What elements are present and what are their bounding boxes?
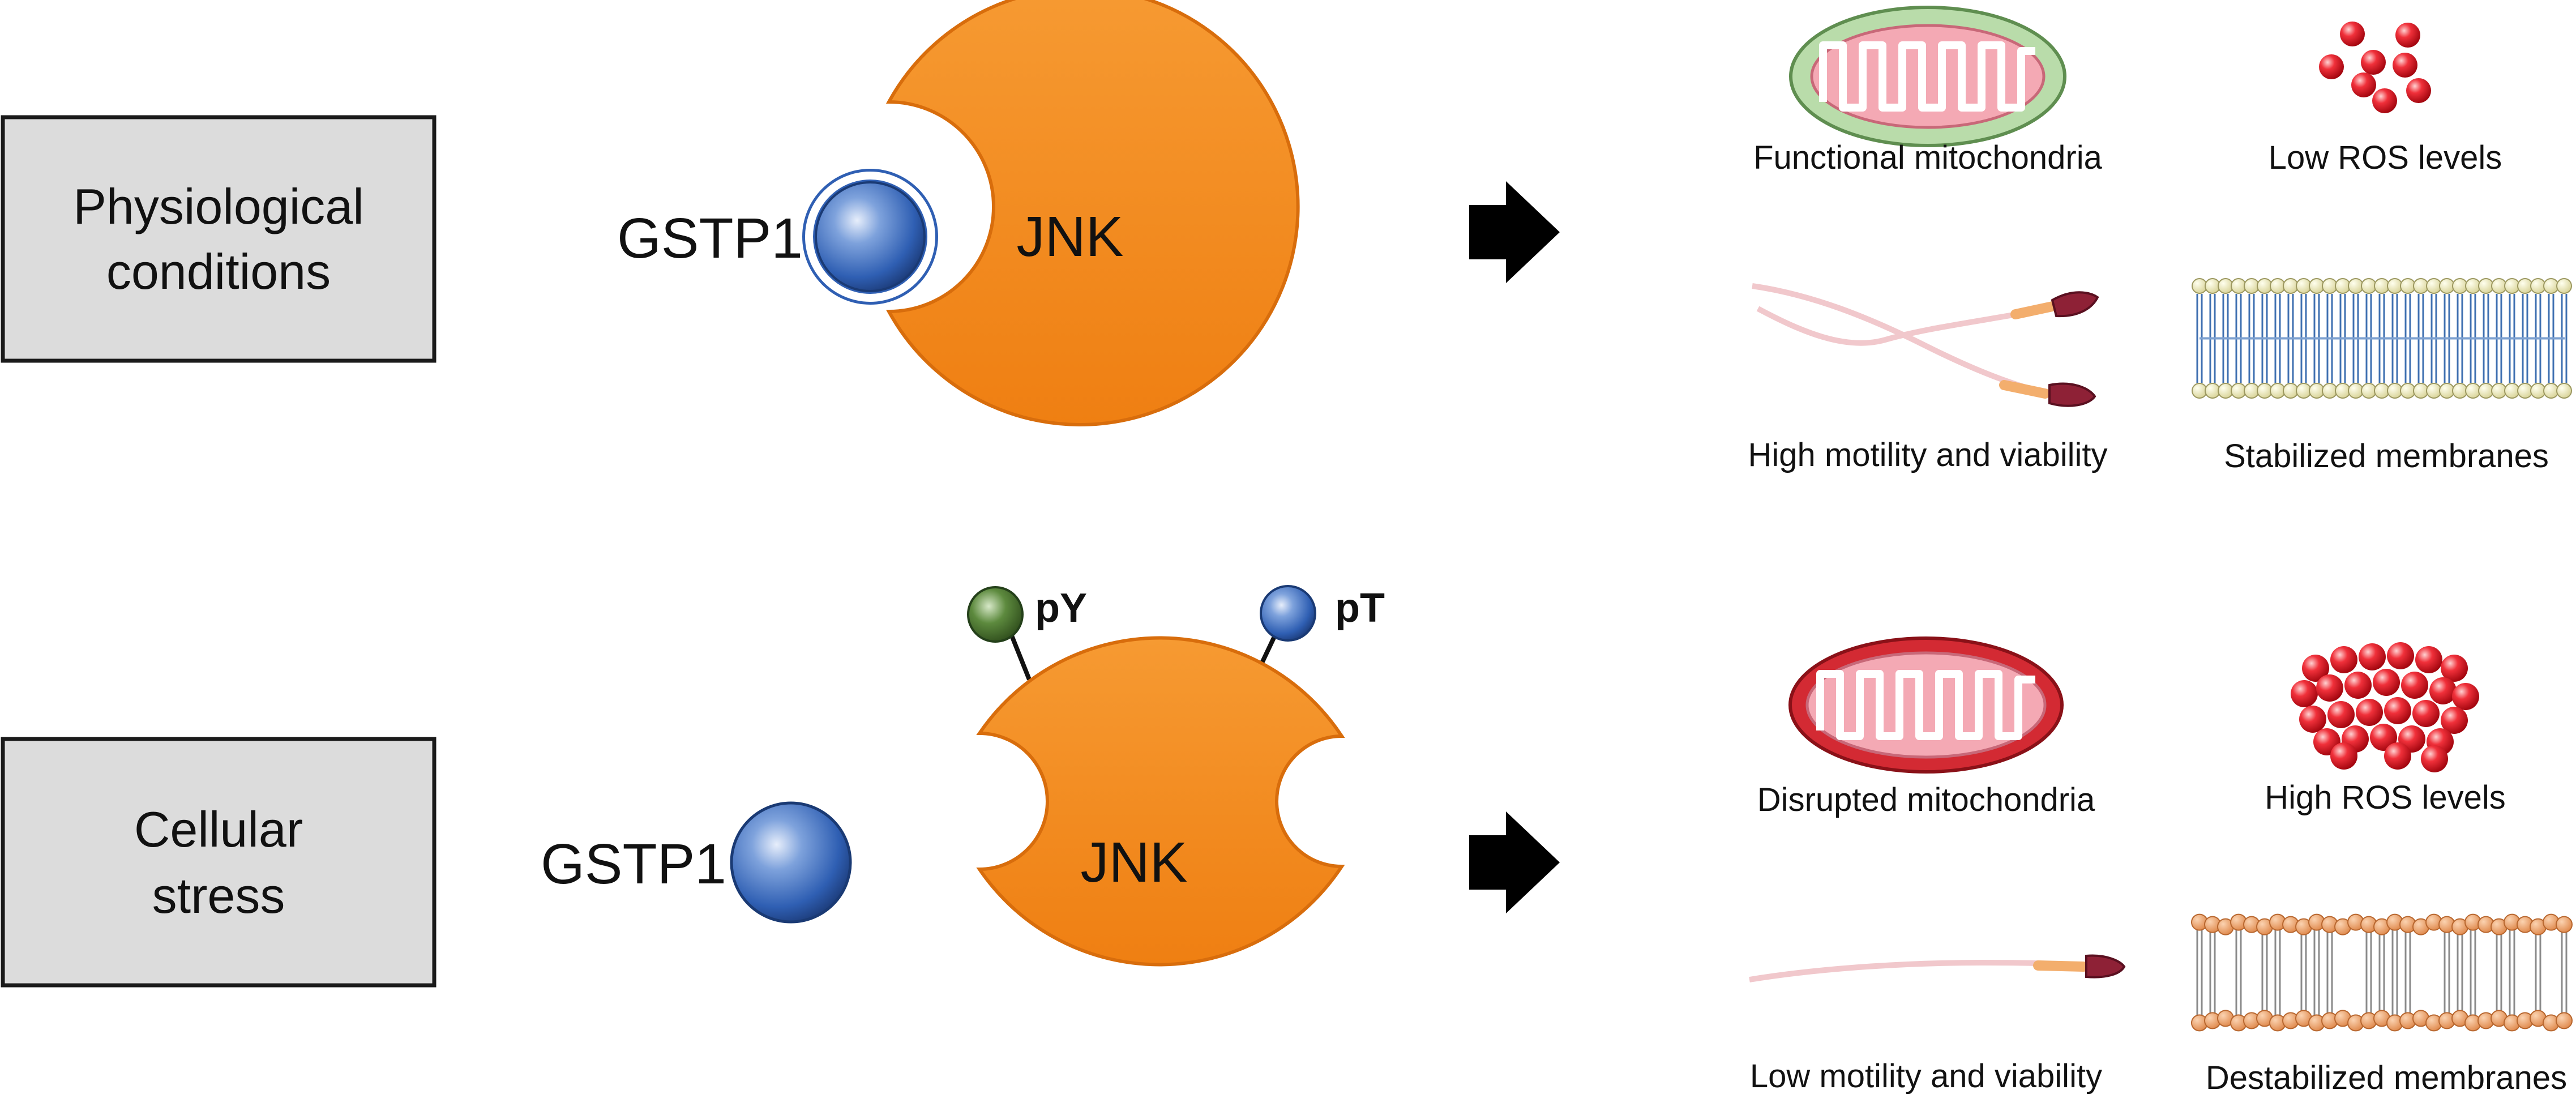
- ros-high-icon: [2291, 642, 2479, 772]
- phospho-tyrosine-sphere: [967, 586, 1024, 643]
- condition-label-line1: Cellular: [134, 801, 303, 857]
- row-physiological: Physiological conditions GSTP1 JNK Funct…: [1, 0, 2572, 475]
- outcome-ros: High ROS levels: [2265, 779, 2505, 816]
- membrane-unstable-icon: [2191, 913, 2573, 1032]
- condition-box-stress: [1, 737, 437, 988]
- gstp1-label: GSTP1: [541, 832, 726, 896]
- mitochondrion-healthy-icon: [1789, 6, 2066, 147]
- condition-label-line2: stress: [152, 868, 285, 924]
- outcome-membranes: Stabilized membranes: [2224, 438, 2549, 475]
- outcome-mitochondria: Disrupted mitochondria: [1757, 781, 2095, 818]
- sperm-single-icon: [1749, 954, 2126, 982]
- mitochondrion-disrupted-icon: [1788, 636, 2064, 774]
- phospho-site-label: pT: [1335, 586, 1385, 631]
- jnk-label: JNK: [1081, 831, 1188, 894]
- jnk-protein: [885, 0, 1300, 426]
- jnk-label: JNK: [1017, 205, 1124, 268]
- outcome-motility: Low motility and viability: [1750, 1058, 2102, 1095]
- gstp1-sphere: [730, 801, 852, 924]
- outcome-motility: High motility and viability: [1748, 437, 2107, 473]
- jnk-protein: [976, 636, 1345, 967]
- arrow-right-icon: [1469, 811, 1560, 913]
- arrow-right-icon: [1469, 181, 1560, 283]
- ros-low-icon: [2319, 22, 2431, 113]
- sperm-pair-icon: [1752, 283, 2099, 407]
- phospho-site-label: pY: [1035, 586, 1087, 631]
- condition-label-line1: Physiological: [73, 178, 364, 234]
- phospho-threonine-sphere: [1260, 585, 1316, 642]
- outcome-ros: Low ROS levels: [2269, 139, 2502, 176]
- condition-box-physiological: [1, 115, 437, 363]
- gstp1-label: GSTP1: [617, 207, 803, 270]
- membrane-stable-icon: [2192, 278, 2572, 399]
- row-stress: Cellular stress JNK pY pT GSTP1 Disrupte…: [1, 585, 2573, 1096]
- outcome-mitochondria: Functional mitochondria: [1753, 139, 2103, 176]
- condition-label-line2: conditions: [106, 243, 331, 300]
- outcome-membranes: Destabilized membranes: [2206, 1059, 2567, 1096]
